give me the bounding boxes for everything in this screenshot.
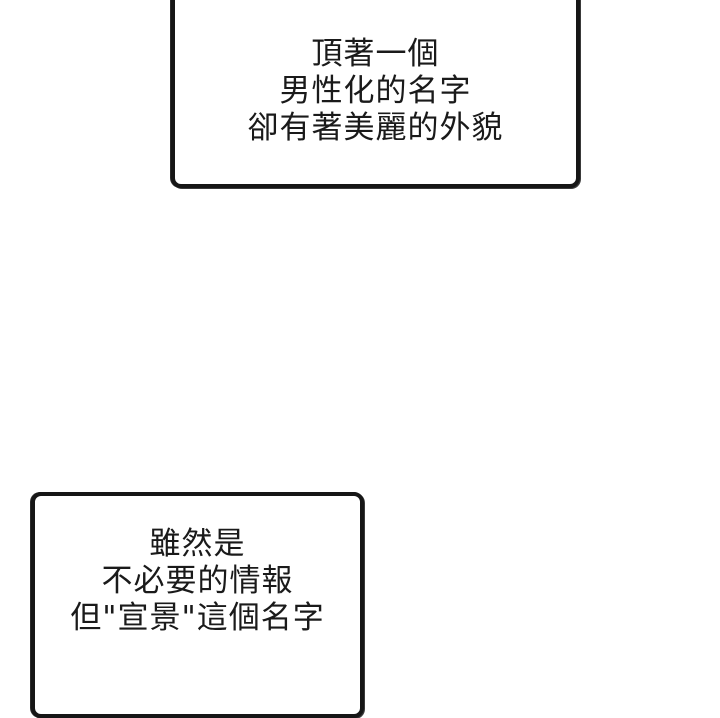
caption-line: 頂著一個 [311, 35, 440, 72]
caption-line: 不必要的情報 [101, 562, 294, 599]
caption-box-top: 頂著一個 男性化的名字 卻有著美麗的外貌 [171, 0, 580, 188]
caption-line: 但"宣景"這個名字 [70, 599, 325, 636]
caption-line: 雖然是 [149, 525, 246, 562]
comic-panel: 頂著一個 男性化的名字 卻有著美麗的外貌 雖然是 不必要的情報 但"宣景"這個名… [31, 0, 580, 718]
caption-line: 卻有著美麗的外貌 [247, 109, 504, 146]
caption-line: 男性化的名字 [279, 72, 472, 109]
caption-box-bottom: 雖然是 不必要的情報 但"宣景"這個名字 [31, 492, 364, 718]
